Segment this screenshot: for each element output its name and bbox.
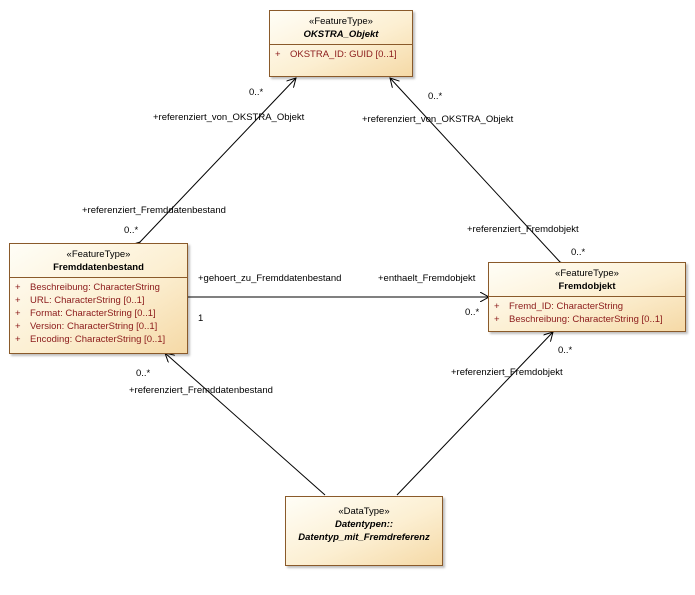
class-header: «FeatureType» Fremdobjekt xyxy=(489,263,685,296)
role-label: +referenziert_Fremdobjekt xyxy=(467,224,579,235)
attribute-list: +Fremd_ID: CharacterString +Beschreibung… xyxy=(489,296,685,328)
attribute-row: +Fremd_ID: CharacterString xyxy=(494,301,624,312)
role-label: +enthaelt_Fremdobjekt xyxy=(378,273,476,284)
multiplicity-label: 1 xyxy=(198,313,204,324)
attribute-row: +Beschreibung: CharacterString xyxy=(15,282,160,293)
multiplicity-label: 0..* xyxy=(249,87,264,98)
stereotype-label: «FeatureType» xyxy=(309,16,373,27)
stereotype-label: «DataType» xyxy=(338,506,390,517)
multiplicity-label: 0..* xyxy=(465,307,480,318)
class-header: «FeatureType» Fremddatenbestand xyxy=(10,244,187,277)
class-name: OKSTRA_Objekt xyxy=(303,29,379,40)
attribute-list: +Beschreibung: CharacterString +URL: Cha… xyxy=(10,277,187,348)
role-label: +referenziert_von_OKSTRA_Objekt xyxy=(362,114,514,125)
assoc-fremddatenbestand-okstra xyxy=(140,78,296,242)
role-label: +gehoert_zu_Fremddatenbestand xyxy=(198,273,342,284)
role-label: +referenziert_Fremddatenbestand xyxy=(82,205,226,216)
class-datentyp-mit-fremdreferenz[interactable]: «DataType» Datentypen:: Datentyp_mit_Fre… xyxy=(285,496,443,566)
role-label: +referenziert_Fremdobjekt xyxy=(451,367,563,378)
assoc-fremdobjekt-okstra xyxy=(390,78,560,262)
package-qualifier: Datentypen:: xyxy=(334,519,394,530)
attribute-row: +Beschreibung: CharacterString [0..1] xyxy=(494,314,663,325)
class-header: «DataType» Datentypen:: Datentyp_mit_Fre… xyxy=(286,497,442,547)
multiplicity-label: 0..* xyxy=(428,91,443,102)
multiplicity-label: 0..* xyxy=(558,345,573,356)
attribute-row: +Version: CharacterString [0..1] xyxy=(15,321,158,332)
class-okstra-objekt[interactable]: «FeatureType» OKSTRA_Objekt +OKSTRA_ID: … xyxy=(269,10,413,77)
multiplicity-label: 0..* xyxy=(124,225,139,236)
attribute-row: +OKSTRA_ID: GUID [0..1] xyxy=(275,49,397,60)
multiplicity-label: 0..* xyxy=(136,368,151,379)
attribute-row: +Format: CharacterString [0..1] xyxy=(15,308,156,319)
role-label: +referenziert_von_OKSTRA_Objekt xyxy=(153,112,305,123)
class-name: Datentyp_mit_Fremdreferenz xyxy=(298,532,430,543)
class-name: Fremddatenbestand xyxy=(53,262,144,273)
stereotype-label: «FeatureType» xyxy=(555,268,619,279)
assoc-datentyp-fremdobjekt xyxy=(396,332,553,496)
class-fremddatenbestand[interactable]: «FeatureType» Fremddatenbestand +Beschre… xyxy=(9,243,188,354)
stereotype-label: «FeatureType» xyxy=(66,249,131,260)
multiplicity-label: 0..* xyxy=(571,247,586,258)
class-fremdobjekt[interactable]: «FeatureType» Fremdobjekt +Fremd_ID: Cha… xyxy=(488,262,686,332)
role-label: +referenziert_Fremddatenbestand xyxy=(129,385,273,396)
class-name: Fremdobjekt xyxy=(558,281,616,292)
attribute-row: +Encoding: CharacterString [0..1] xyxy=(15,334,166,345)
class-header: «FeatureType» OKSTRA_Objekt xyxy=(270,11,412,44)
attribute-list: +OKSTRA_ID: GUID [0..1] xyxy=(270,44,412,63)
assoc-datentyp-fremddatenbestand xyxy=(165,353,326,496)
attribute-row: +URL: CharacterString [0..1] xyxy=(15,295,145,306)
